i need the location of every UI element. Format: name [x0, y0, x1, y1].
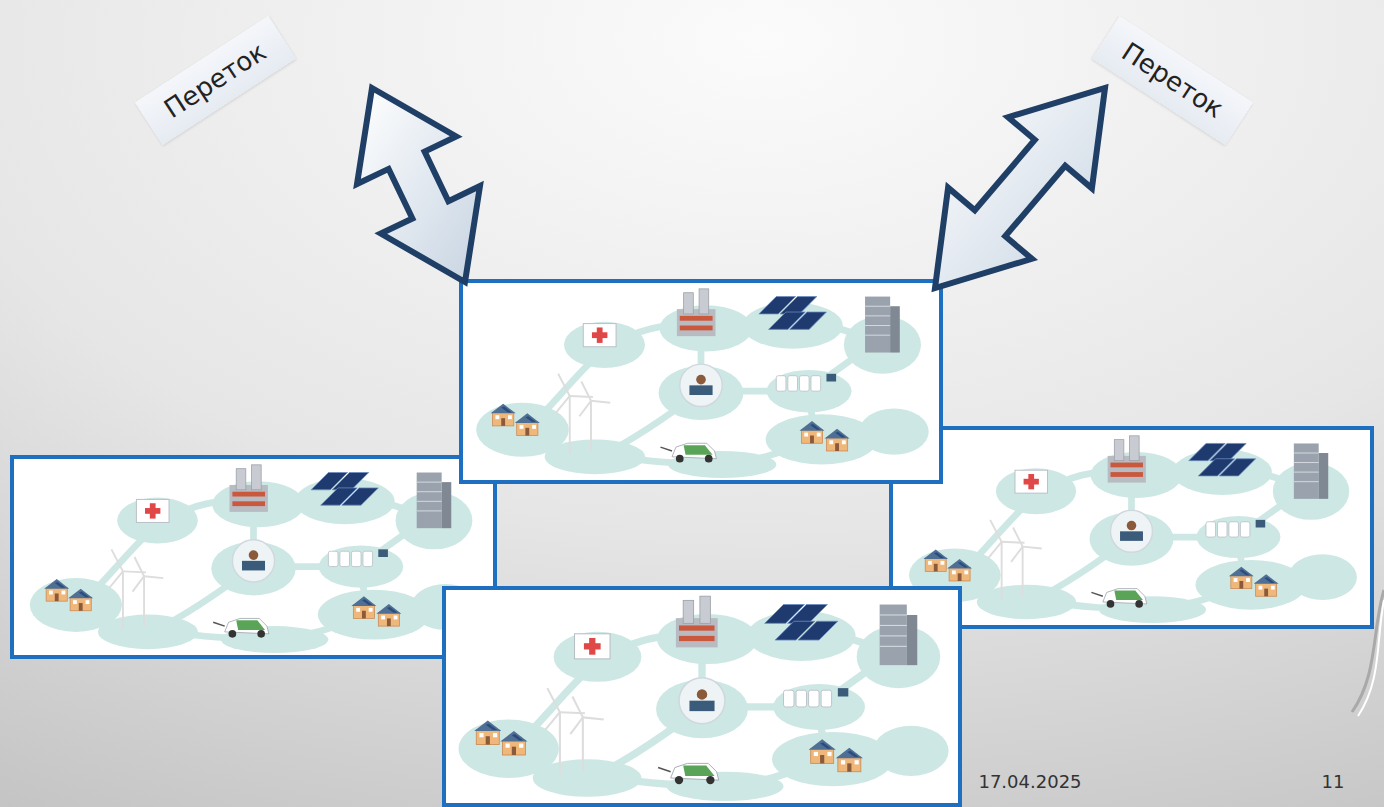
- microgrid-frame: [30, 465, 480, 653]
- slide-number: 11: [1322, 771, 1345, 793]
- double-arrow: [357, 88, 480, 282]
- microgrid-frame: [444, 588, 960, 805]
- slide-date: 17.04.2025: [978, 771, 1081, 793]
- corner-swoosh: [1352, 590, 1384, 712]
- microgrid-frame: [12, 457, 495, 657]
- corner-swoosh: [1358, 600, 1384, 716]
- microgrid-frame: [461, 281, 941, 482]
- microgrid-frame: [909, 436, 1357, 623]
- double-arrow: [935, 88, 1105, 288]
- microgrid-frame: [12, 457, 495, 657]
- microgrid-frame: [444, 588, 960, 805]
- microgrid-frame: [891, 428, 1372, 627]
- microgrid-frame: [476, 289, 929, 478]
- microgrid-frame: [891, 428, 1372, 627]
- microgrid-frame: [459, 596, 949, 801]
- microgrid-frame: [461, 281, 941, 482]
